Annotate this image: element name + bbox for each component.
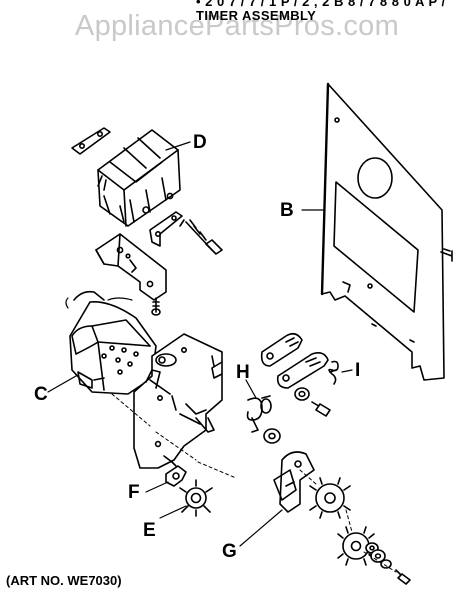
long-screw xyxy=(179,219,223,255)
cam-knob-e xyxy=(179,479,213,517)
part-label-e: E xyxy=(143,520,156,541)
cam-bracket-g xyxy=(273,451,315,513)
spring-h xyxy=(246,395,272,433)
timer-chassis-plate xyxy=(133,333,223,469)
screw-b xyxy=(440,248,453,262)
leader-e xyxy=(159,505,187,519)
cam-wheel xyxy=(309,477,351,519)
part-label-g: G xyxy=(222,541,237,562)
part-label-d: D xyxy=(193,132,207,153)
lever-bushing xyxy=(294,387,310,401)
washer xyxy=(263,428,281,444)
motor-shaft-line xyxy=(111,393,237,479)
leader-c xyxy=(47,375,77,393)
part-label-h: H xyxy=(236,362,250,383)
bracket-small xyxy=(149,211,183,247)
watermark: AppliancePartsPros.com xyxy=(74,10,400,42)
part-label-i: I xyxy=(355,360,361,381)
switch-bracket-top xyxy=(71,127,111,155)
leader-g xyxy=(239,509,283,547)
leader-i xyxy=(341,369,353,373)
assembly-title: TIMER ASSEMBLY xyxy=(196,8,317,23)
timer-motor-c xyxy=(65,290,157,395)
cam-lever-lower xyxy=(276,352,329,389)
cam-lever-upper xyxy=(260,332,303,367)
switch-block-d xyxy=(97,129,181,227)
art-number: (ART NO. WE7030) xyxy=(6,573,122,588)
lever-screw xyxy=(311,401,331,417)
part-label-f: F xyxy=(128,482,140,503)
gear-axis-line xyxy=(299,469,397,573)
spring-i xyxy=(328,360,339,385)
small-screw xyxy=(151,297,161,316)
leader-d xyxy=(165,141,191,151)
leader-f xyxy=(145,481,169,493)
part-label-b: B xyxy=(280,200,294,221)
end-screw xyxy=(395,569,411,585)
leader-h xyxy=(245,379,257,399)
switch-base-bracket xyxy=(95,233,167,301)
partial-model-line: • 2 0 7 / 7 / 1 P / 2 , 2 B 8 / 7 8 8 0 … xyxy=(196,0,446,9)
part-label-c: C xyxy=(34,384,48,405)
cam-clip-f xyxy=(165,461,187,487)
mounting-plate-b xyxy=(320,82,445,381)
